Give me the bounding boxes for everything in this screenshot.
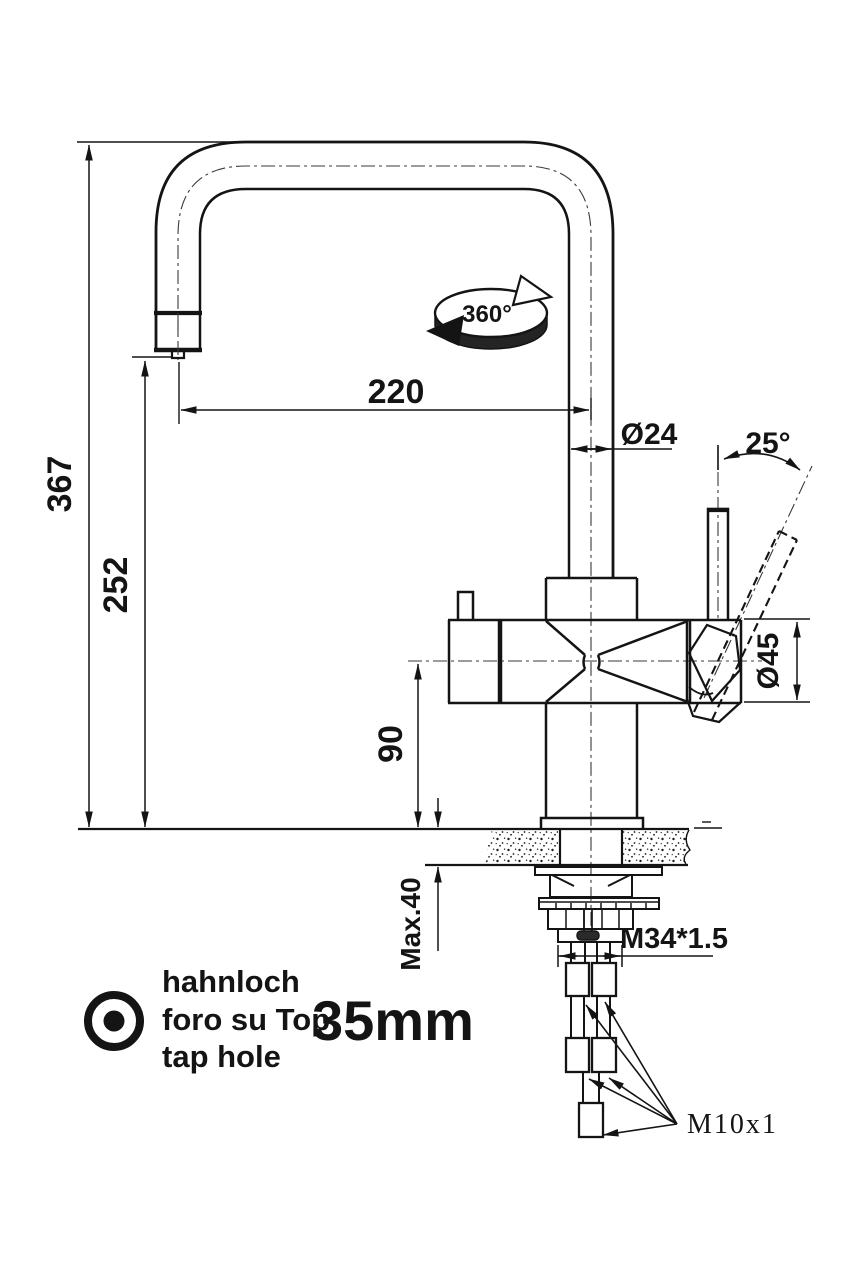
tap-hole-label-it: foro su Top <box>162 1002 330 1037</box>
dim-spout-outlet-height: 252 <box>97 557 135 614</box>
supply-hoses <box>564 942 618 1139</box>
tap-hole-dot-icon <box>103 1010 125 1032</box>
hose-thread-leaders <box>585 1001 678 1137</box>
faucet-body <box>447 576 743 829</box>
dim-total-height: 367 <box>41 456 79 513</box>
rotation-label: 360° <box>462 301 512 328</box>
dim-spout-reach: 220 <box>368 373 425 411</box>
spout-outline <box>154 140 615 578</box>
dim-max-counter-thickness: Max.40 <box>395 877 426 970</box>
rotation-arrow-outline <box>511 274 554 307</box>
tap-hole-symbol <box>84 991 144 1051</box>
dim-body-diameter: Ø45 <box>752 633 785 690</box>
centerlines <box>177 165 813 940</box>
side-handle <box>685 507 798 724</box>
dim-hose-thread: M10x1 <box>687 1109 778 1140</box>
rotation-360-icon <box>426 274 554 350</box>
countertop-section <box>78 821 722 867</box>
stud-cap <box>576 930 600 941</box>
dim-body-center-height: 90 <box>372 725 410 763</box>
handle-joint <box>687 623 742 703</box>
rotation-arrow-solid <box>426 315 464 346</box>
dimension-lines <box>77 141 810 967</box>
dim-shank-thread: M34*1.5 <box>620 923 728 955</box>
dim-handle-angle: 25° <box>745 427 790 460</box>
tap-hole-label-en: tap hole <box>162 1039 281 1074</box>
tap-hole-ring-icon <box>84 991 144 1051</box>
tap-hole-diameter: 35mm <box>312 989 474 1052</box>
mounting-hardware <box>534 866 663 943</box>
handle-tilted-position <box>693 530 798 721</box>
tap-hole-label-de: hahnloch <box>162 964 300 999</box>
dim-spout-tube-diameter: Ø24 <box>621 418 678 451</box>
fixing-stud <box>583 909 593 931</box>
